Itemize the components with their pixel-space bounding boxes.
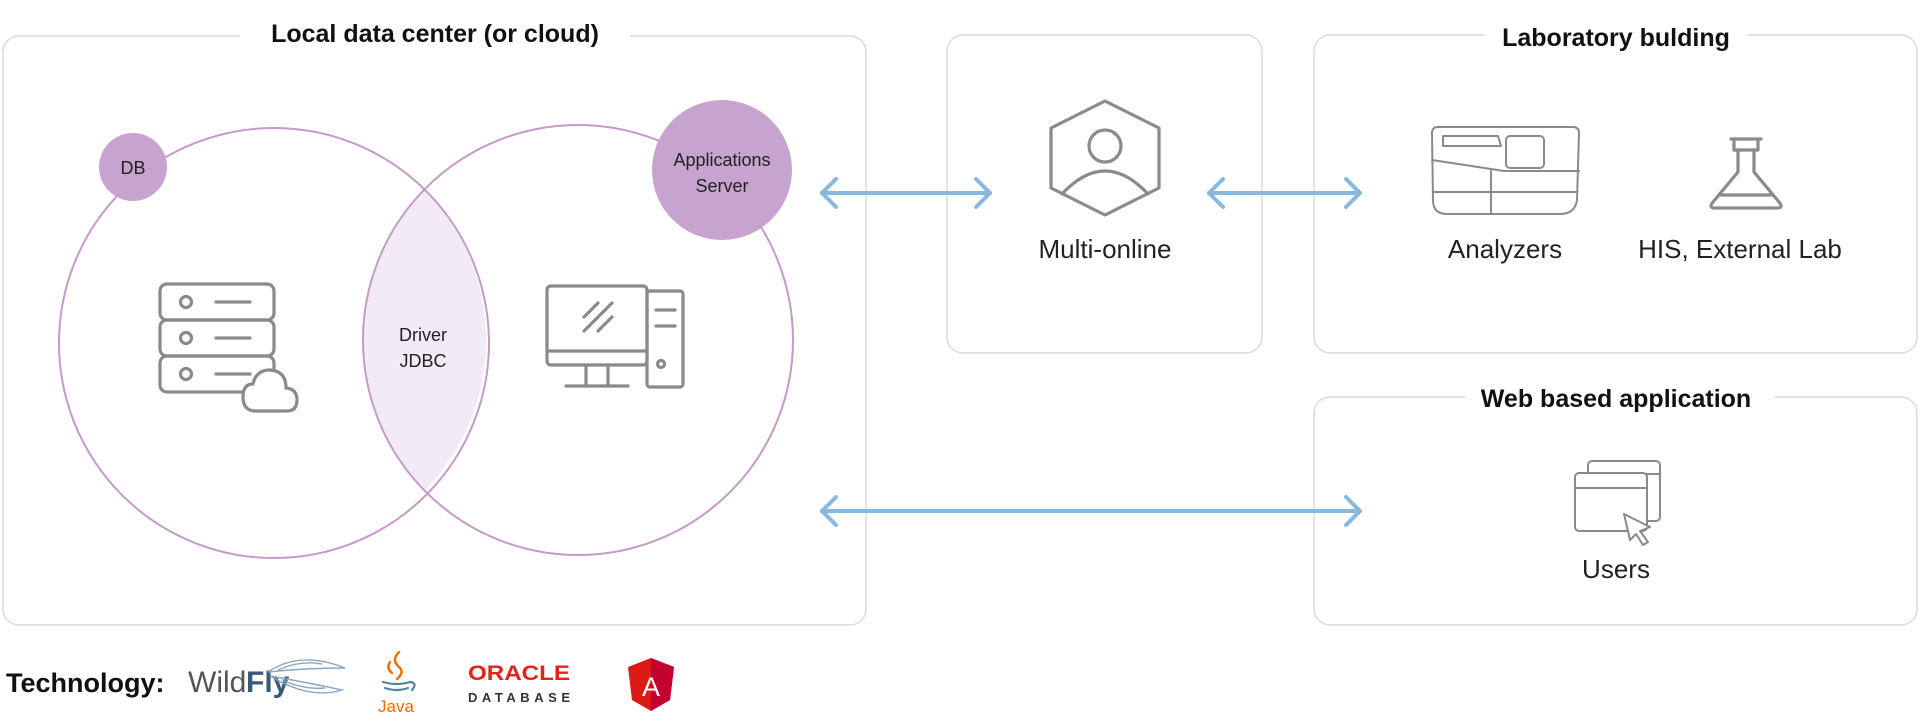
technology-row: Technology: Wild Fly Java <box>6 650 674 716</box>
lab-title-gap <box>1485 18 1747 54</box>
app-server-circle <box>362 124 794 556</box>
desktop-computer-icon <box>545 284 685 389</box>
java-logo-text: Java <box>378 697 414 716</box>
wildfly-wings-icon <box>267 659 346 694</box>
venn-overlap <box>364 190 486 490</box>
analyzers-label: Analyzers <box>1448 234 1562 264</box>
oracle-database-text: DATABASE <box>468 690 570 705</box>
database-server-cloud-icon <box>158 282 299 413</box>
app-server-label-line2: Server <box>695 176 748 196</box>
local-data-center-title: Local data center (or cloud) <box>271 20 599 48</box>
java-steam-icon <box>387 650 403 681</box>
lab-flask-icon <box>1709 137 1783 210</box>
db-badge <box>99 133 167 201</box>
technology-label: Technology: <box>6 668 165 698</box>
local-data-center-panel: Local data center (or cloud) DB Applicat… <box>2 12 867 626</box>
app-server-badge <box>652 100 792 240</box>
laboratory-frame <box>1313 34 1918 354</box>
arrow-local-to-multi <box>820 177 992 209</box>
laboratory-building-panel: Laboratory bulding Analyzers HIS, Extern… <box>1313 18 1918 354</box>
web-application-title: Web based application <box>1481 385 1751 413</box>
driver-label-line1: Driver <box>399 325 447 345</box>
oracle-logo-text: ORACLE <box>468 662 570 685</box>
app-server-label-line1: Applications <box>673 150 770 170</box>
java-cup-icon <box>381 680 416 692</box>
driver-label-line2: JDBC <box>399 351 446 371</box>
java-logo: Java <box>378 650 416 716</box>
his-external-lab-label: HIS, External Lab <box>1638 234 1842 264</box>
web-title-gap <box>1465 380 1775 416</box>
wildfly-logo: Wild Fly <box>188 659 346 699</box>
angular-logo-letter: A <box>642 672 660 702</box>
local-title-gap <box>240 12 630 52</box>
arrow-multi-to-lab <box>1207 177 1362 209</box>
db-label: DB <box>120 158 145 178</box>
users-label: Users <box>1582 554 1650 584</box>
user-hexagon-icon <box>1049 99 1161 217</box>
angular-shield-shade <box>651 658 674 711</box>
browser-windows-cursor-icon <box>1574 460 1661 546</box>
oracle-database-logo: ORACLE DATABASE <box>468 662 570 705</box>
laboratory-title: Laboratory bulding <box>1502 24 1730 52</box>
arrow-local-to-web <box>820 495 1362 527</box>
multi-online-label: Multi-online <box>1039 234 1172 264</box>
wildfly-logo-text-wild: Wild <box>188 666 246 699</box>
db-circle <box>58 127 490 559</box>
web-application-panel: Web based application Users <box>1313 380 1918 626</box>
analyzer-machine-icon <box>1431 126 1580 215</box>
angular-logo: A <box>628 658 674 711</box>
